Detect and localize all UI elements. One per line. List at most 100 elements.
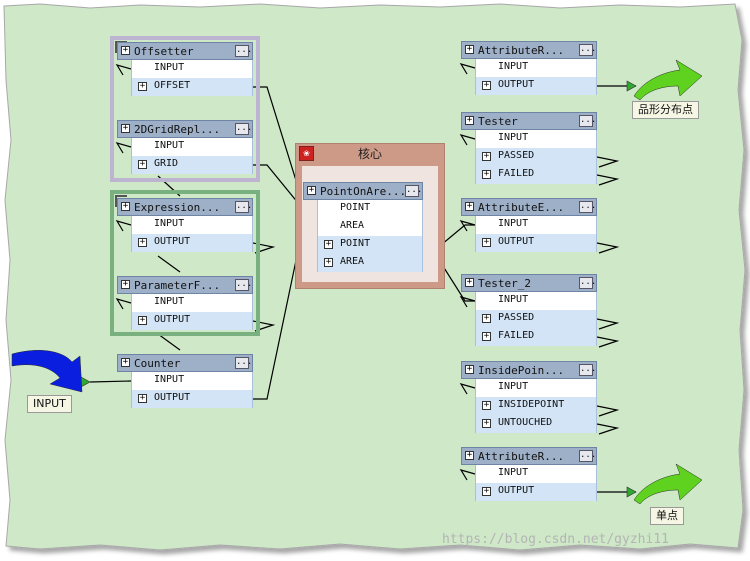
expand-icon[interactable]: +: [324, 239, 333, 249]
transformer-node[interactable]: +Tester...INPUT+PASSED+FAILED: [461, 112, 597, 184]
input-port[interactable]: INPUT: [475, 465, 597, 483]
node-header[interactable]: +2DGridRepl......: [117, 120, 253, 138]
transformer-node[interactable]: +ParameterF......INPUT+OUTPUT: [117, 276, 253, 330]
expand-icon[interactable]: +: [465, 201, 474, 211]
expand-icon[interactable]: +: [121, 279, 130, 289]
input-port[interactable]: POINT: [317, 200, 423, 218]
expand-icon[interactable]: +: [138, 393, 147, 403]
node-properties-button[interactable]: ...: [579, 277, 597, 289]
expand-icon[interactable]: +: [465, 450, 474, 460]
output-stub-wire[interactable]: [596, 174, 620, 186]
input-port[interactable]: INPUT: [475, 379, 597, 397]
node-properties-button[interactable]: ...: [235, 201, 253, 213]
output-port[interactable]: +UNTOUCHED: [475, 415, 597, 433]
expand-icon[interactable]: +: [465, 44, 474, 54]
expand-icon[interactable]: +: [138, 159, 147, 169]
node-header[interactable]: +Counter...: [117, 354, 253, 372]
node-header[interactable]: +AttributeR......: [461, 41, 597, 59]
input-port[interactable]: INPUT: [131, 216, 253, 234]
transformer-node[interactable]: +AttributeR......INPUT+OUTPUT: [461, 447, 597, 501]
node-header[interactable]: +Tester_2...: [461, 274, 597, 292]
expand-icon[interactable]: +: [121, 201, 130, 211]
input-port[interactable]: INPUT: [131, 294, 253, 312]
node-header[interactable]: +Tester...: [461, 112, 597, 130]
node-header[interactable]: +AttributeE......: [461, 198, 597, 216]
bookmark-group-green[interactable]: [110, 190, 260, 336]
node-properties-button[interactable]: ...: [405, 185, 423, 197]
node-properties-button[interactable]: ...: [579, 364, 597, 376]
node-properties-button[interactable]: ...: [579, 44, 597, 56]
output-port[interactable]: +INSIDEPOINT: [475, 397, 597, 415]
expand-icon[interactable]: +: [482, 418, 491, 428]
output-stub-wire[interactable]: [596, 405, 620, 417]
output-port[interactable]: +PASSED: [475, 310, 597, 328]
expand-icon[interactable]: +: [121, 357, 130, 367]
expand-icon[interactable]: +: [482, 331, 491, 341]
reader-output-arrow-icon[interactable]: [80, 376, 91, 388]
expand-icon[interactable]: +: [482, 400, 491, 410]
input-port[interactable]: AREA: [317, 218, 423, 236]
transformer-node[interactable]: +AttributeE......INPUT+OUTPUT: [461, 198, 597, 252]
expand-icon[interactable]: +: [138, 237, 147, 247]
node-header[interactable]: +AttributeR......: [461, 447, 597, 465]
expand-icon[interactable]: +: [121, 45, 130, 55]
node-header[interactable]: +ParameterF......: [117, 276, 253, 294]
output-stub-wire[interactable]: [596, 318, 620, 330]
expand-icon[interactable]: +: [324, 257, 333, 267]
expand-icon[interactable]: +: [482, 169, 491, 179]
node-properties-button[interactable]: ...: [235, 279, 253, 291]
output-stub-wire[interactable]: [596, 242, 620, 254]
input-port[interactable]: INPUT: [475, 292, 597, 310]
output-port[interactable]: +PASSED: [475, 148, 597, 166]
transformer-node[interactable]: +Counter...INPUT+OUTPUT: [117, 354, 253, 408]
expand-icon[interactable]: +: [307, 185, 316, 195]
output-port[interactable]: +FAILED: [475, 328, 597, 346]
transformer-node[interactable]: +InsidePoin......INPUT+INSIDEPOINT+UNTOU…: [461, 361, 597, 433]
writer-input-arrow-icon[interactable]: [626, 80, 637, 92]
output-port[interactable]: +OUTPUT: [131, 234, 253, 252]
expand-icon[interactable]: +: [482, 80, 491, 90]
node-properties-button[interactable]: ...: [235, 357, 253, 369]
node-properties-button[interactable]: ...: [235, 123, 253, 135]
expand-icon[interactable]: +: [138, 81, 147, 91]
input-port[interactable]: INPUT: [131, 138, 253, 156]
node-header[interactable]: +InsidePoin......: [461, 361, 597, 379]
transformer-node[interactable]: +2DGridRepl......INPUT+GRID: [117, 120, 253, 174]
expand-icon[interactable]: +: [482, 313, 491, 323]
output-port[interactable]: +OUTPUT: [475, 483, 597, 501]
output-port[interactable]: +OUTPUT: [475, 234, 597, 252]
expand-icon[interactable]: +: [465, 364, 474, 374]
output-port[interactable]: +FAILED: [475, 166, 597, 184]
expand-icon[interactable]: +: [138, 315, 147, 325]
node-header[interactable]: +Offsetter...: [117, 42, 253, 60]
output-port[interactable]: +OUTPUT: [131, 312, 253, 330]
node-properties-button[interactable]: ...: [235, 45, 253, 57]
output-stub-wire[interactable]: [596, 423, 620, 435]
expand-icon[interactable]: +: [482, 151, 491, 161]
output-port[interactable]: +OFFSET: [131, 78, 253, 96]
expand-icon[interactable]: +: [121, 123, 130, 133]
node-properties-button[interactable]: ...: [579, 450, 597, 462]
node-properties-button[interactable]: ...: [579, 201, 597, 213]
expand-icon[interactable]: +: [465, 277, 474, 287]
output-port[interactable]: +AREA: [317, 254, 423, 272]
input-port[interactable]: INPUT: [131, 372, 253, 390]
expand-icon[interactable]: +: [482, 486, 491, 496]
connection-wire[interactable]: [157, 333, 181, 351]
output-port[interactable]: +POINT: [317, 236, 423, 254]
transformer-node[interactable]: +Tester_2...INPUT+PASSED+FAILED: [461, 274, 597, 346]
node-properties-button[interactable]: ...: [579, 115, 597, 127]
input-port[interactable]: INPUT: [475, 216, 597, 234]
output-port[interactable]: +OUTPUT: [131, 390, 253, 408]
expand-icon[interactable]: +: [482, 237, 491, 247]
expand-icon[interactable]: +: [465, 115, 474, 125]
node-header[interactable]: +PointOnAre......: [303, 182, 423, 200]
output-port[interactable]: +OUTPUT: [475, 77, 597, 95]
node-header[interactable]: +Expression......: [117, 198, 253, 216]
input-port[interactable]: INPUT: [475, 59, 597, 77]
input-port[interactable]: INPUT: [131, 60, 253, 78]
transformer-node[interactable]: +Expression......INPUT+OUTPUT: [117, 198, 253, 252]
transformer-node[interactable]: +Offsetter...INPUT+OFFSET: [117, 42, 253, 96]
transformer-node[interactable]: +AttributeR......INPUT+OUTPUT: [461, 41, 597, 95]
